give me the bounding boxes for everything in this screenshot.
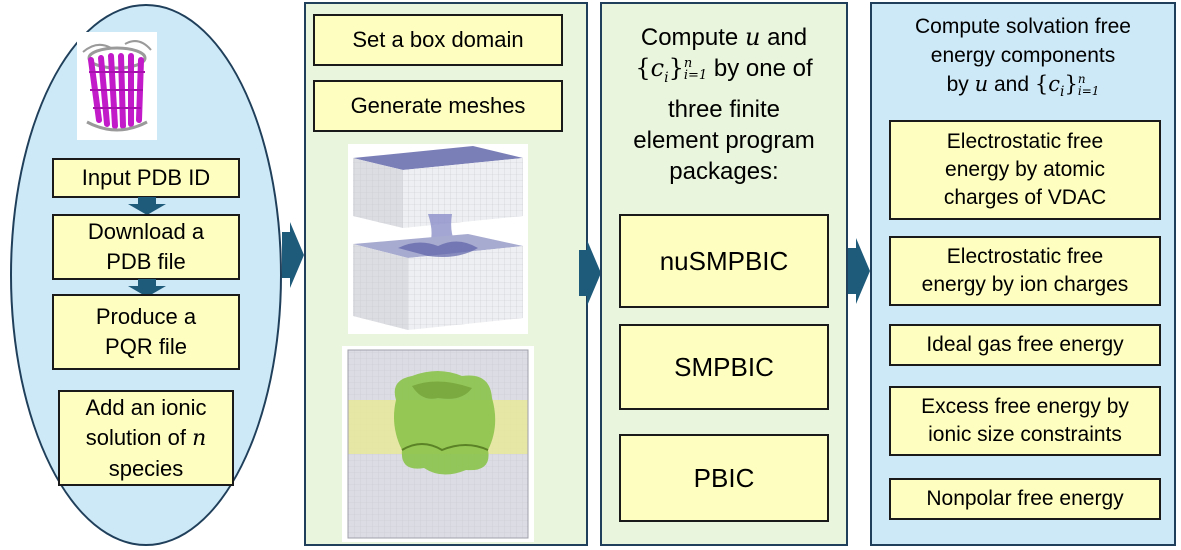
set-box-domain-box: Set a box domain [313, 14, 563, 66]
solver-line3: three finite [667, 95, 781, 123]
package-pbic-box: PBIC [619, 434, 829, 522]
protein-box-mesh-image [342, 346, 534, 542]
produce-line1: Produce a [95, 304, 197, 329]
ionic-line2: solution of n [85, 424, 207, 451]
component-electrostatic-ion-box: Electrostatic free energy by ion charges [889, 236, 1161, 306]
component-ideal-gas-box: Ideal gas free energy [889, 324, 1161, 366]
flow-arrow-icon [282, 222, 304, 293]
package-smpbic-box: SMPBIC [619, 324, 829, 410]
component-electrostatic-atomic-box: Electrostatic free energy by atomic char… [889, 120, 1161, 220]
produce-pqr-box: Produce a PQR file [52, 294, 240, 370]
package-smpbic-label: SMPBIC [674, 352, 774, 382]
flow-arrow-icon [848, 238, 870, 309]
ionic-line1: Add an ionic [85, 394, 207, 420]
flow-arrow-icon [579, 240, 601, 311]
ionic-line3: species [108, 455, 184, 481]
input-pdb-id-label: Input PDB ID [81, 165, 211, 190]
heading-line2: energy components [930, 44, 1116, 67]
protein-structure-image [77, 32, 157, 140]
download-line1: Download a [87, 219, 205, 244]
down-arrow-icon [128, 197, 166, 220]
component-nonpolar-box: Nonpolar free energy [889, 478, 1161, 520]
input-pdb-id-box: Input PDB ID [52, 158, 240, 198]
heading-line1: Compute solvation free [915, 15, 1131, 38]
solver-line1: Compute u and [640, 23, 808, 51]
set-box-domain-label: Set a box domain [352, 27, 524, 52]
download-pdb-box: Download a PDB file [52, 214, 240, 280]
solver-line5: packages: [669, 157, 779, 185]
package-pbic-label: PBIC [693, 463, 755, 493]
down-arrow-icon [128, 279, 166, 302]
split-mesh-image [348, 144, 528, 334]
ionic-solution-box: Add an ionic solution of n species [58, 390, 234, 486]
free-energy-heading: Compute solvation free energy components… [872, 12, 1174, 107]
package-nusmpbic-box: nuSMPBIC [619, 214, 829, 308]
generate-meshes-label: Generate meshes [350, 93, 526, 118]
generate-meshes-box: Generate meshes [313, 80, 563, 132]
produce-line2: PQR file [105, 334, 187, 359]
solver-line4: element program [633, 126, 815, 154]
download-line2: PDB file [106, 249, 186, 274]
component-excess-box: Excess free energy by ionic size constra… [889, 386, 1161, 456]
package-nusmpbic-label: nuSMPBIC [659, 246, 789, 276]
